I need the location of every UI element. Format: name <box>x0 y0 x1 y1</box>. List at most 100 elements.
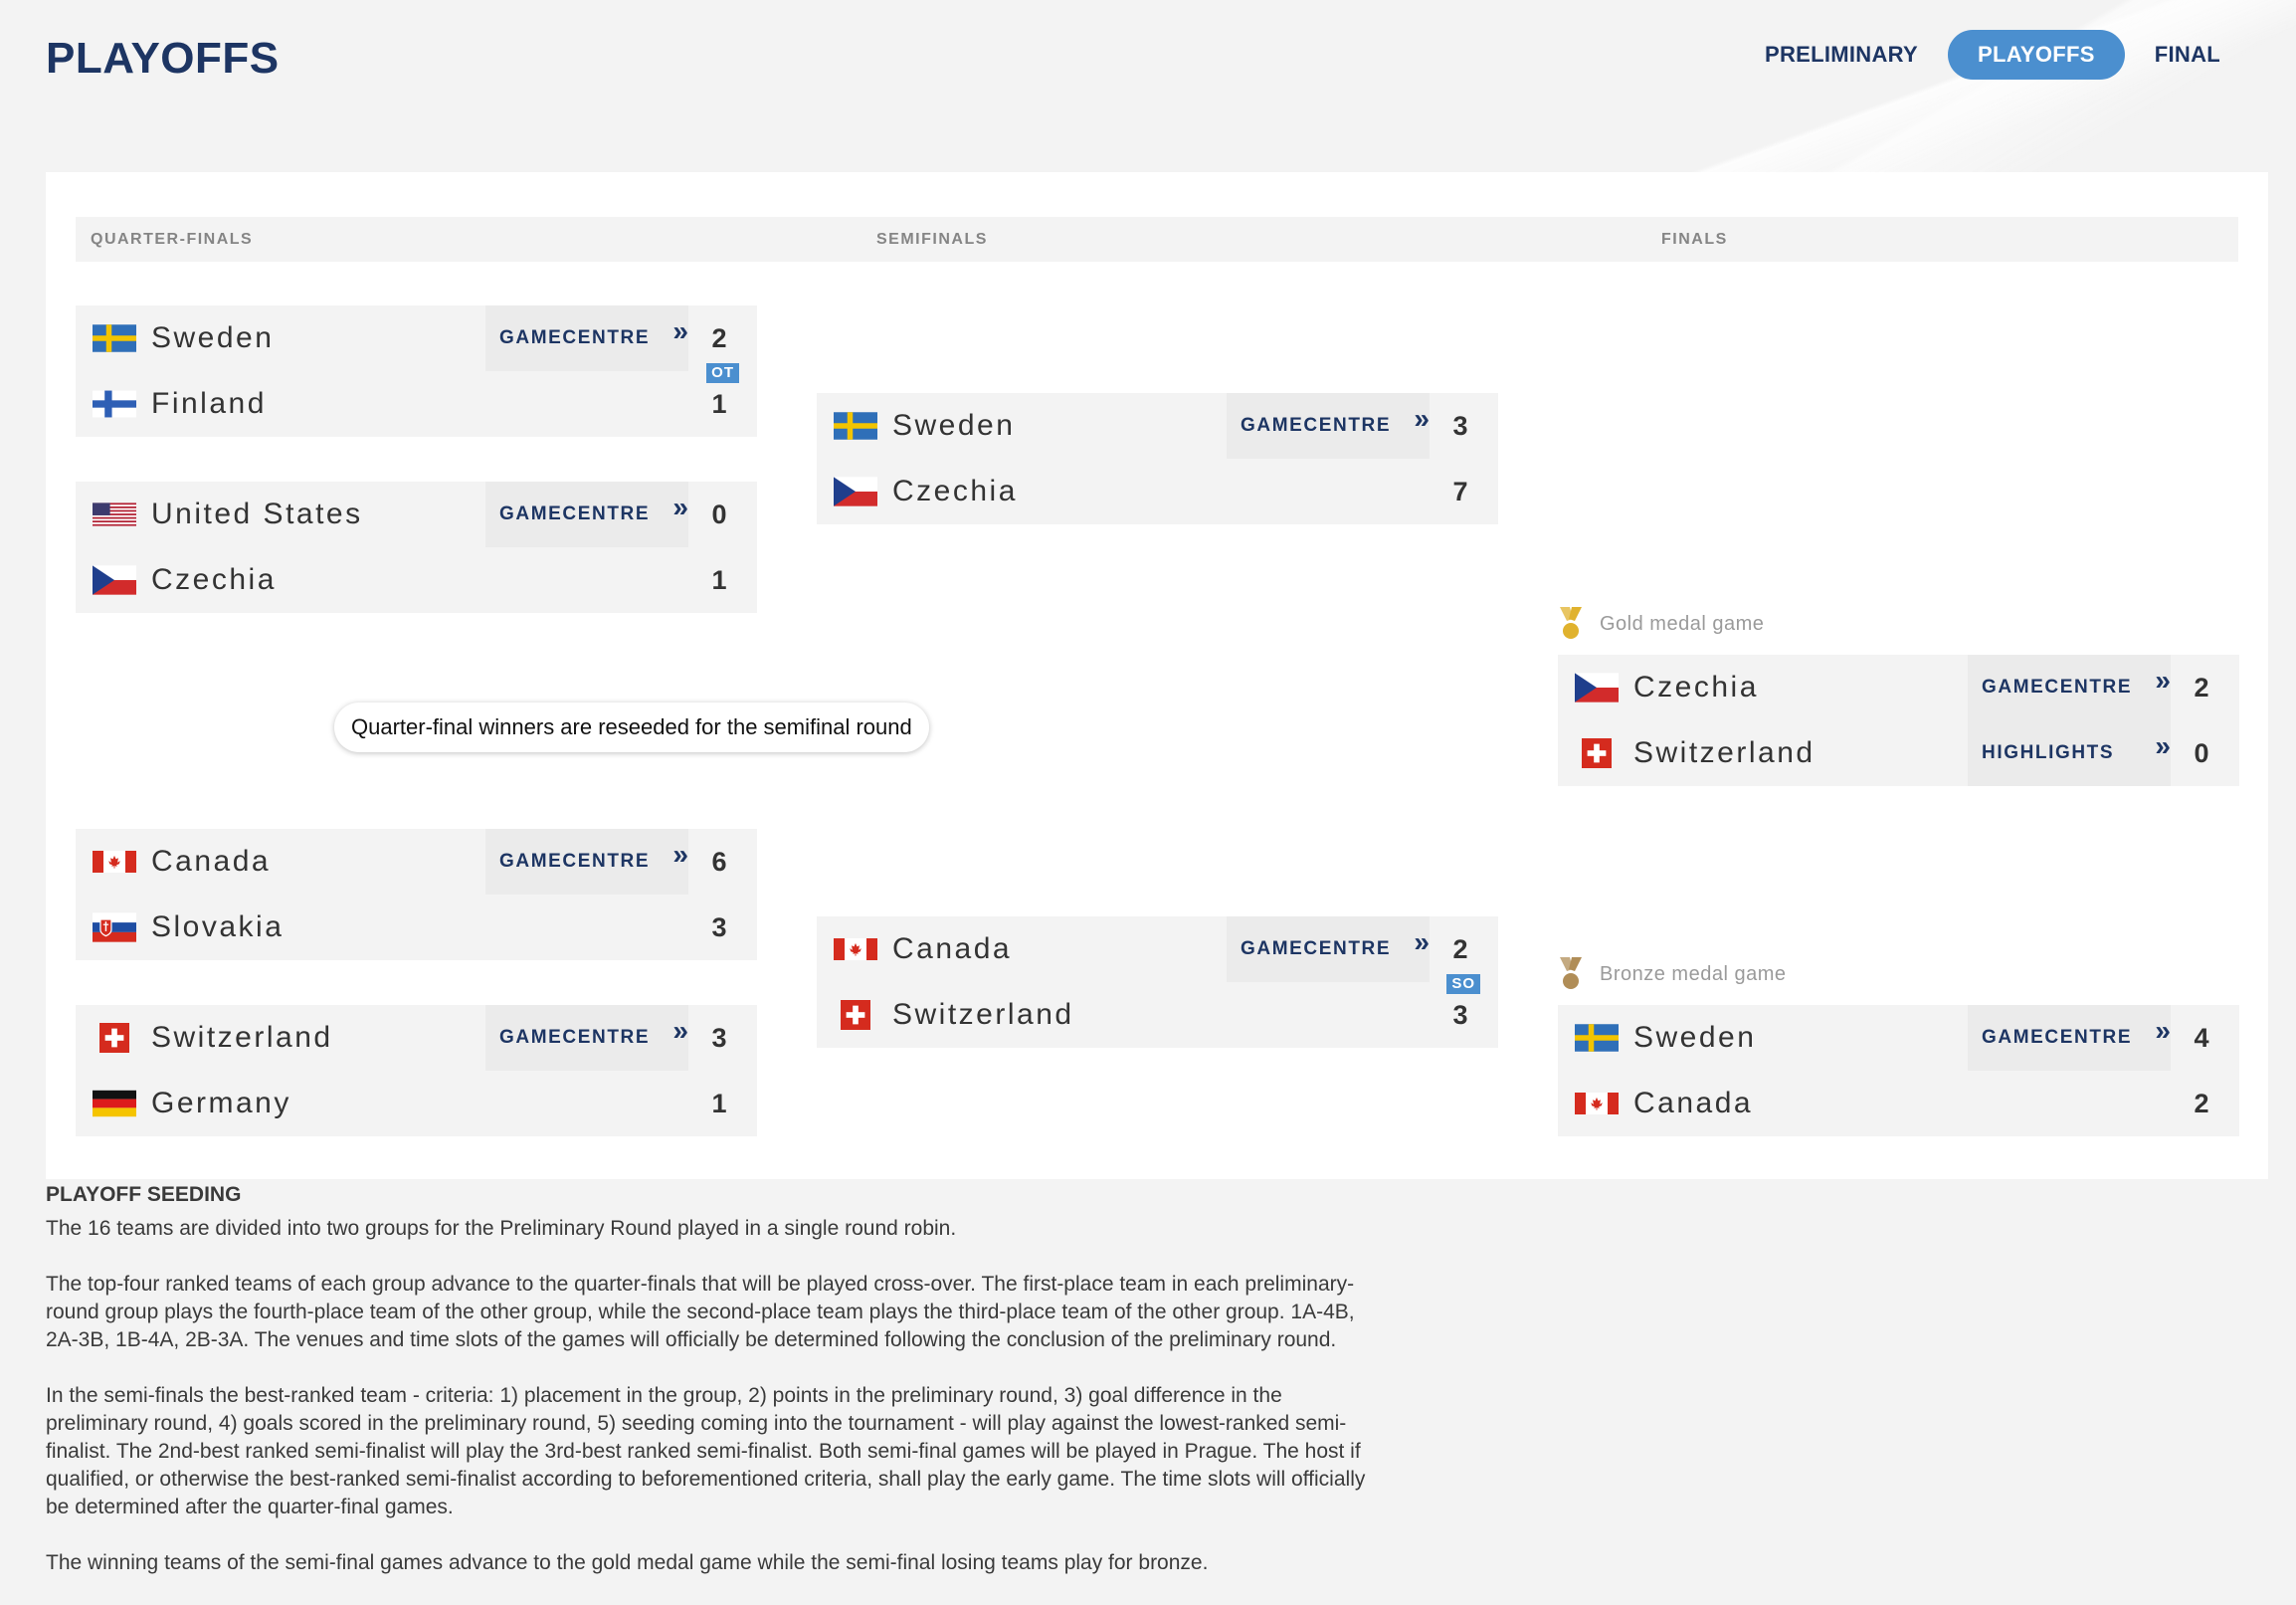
seeding-paragraph: In the semi-finals the best-ranked team … <box>46 1384 1366 1518</box>
team-row: Switzerland HIGHLIGHTS » 0 <box>1558 720 2239 786</box>
tab-preliminary[interactable]: PRELIMINARY <box>1764 42 1919 67</box>
round-navigation: PRELIMINARY PLAYOFFS FINAL <box>1735 30 2250 80</box>
gamecentre-link-label: GAMECENTRE <box>499 327 651 348</box>
playoff-seeding-section: PLAYOFF SEEDING The 16 teams are divided… <box>46 1181 1379 1605</box>
gamecentre-link-label: GAMECENTRE <box>499 1027 651 1048</box>
sweden-flag-icon <box>93 323 136 353</box>
result-badge: OT <box>706 363 739 383</box>
seeding-paragraph: The winning teams of the semi-final game… <box>46 1551 1209 1574</box>
switzerland-flag-icon <box>834 1000 877 1030</box>
canada-flag-icon <box>93 847 136 877</box>
double-chevron-right-icon: » <box>1414 926 1430 957</box>
team-name: Sweden <box>151 321 275 354</box>
team-name: United States <box>151 498 363 530</box>
tab-final[interactable]: FINAL <box>2154 42 2220 67</box>
double-chevron-right-icon: » <box>672 315 688 346</box>
seeding-title: PLAYOFF SEEDING <box>46 1183 242 1206</box>
seeding-paragraph: The top-four ranked teams of each group … <box>46 1273 1355 1351</box>
canada-flag-icon <box>1575 1089 1619 1118</box>
team-score: 7 <box>1452 477 1468 506</box>
team-score: 0 <box>711 500 727 529</box>
team-row: Canada GAMECENTRE » 2 <box>817 916 1498 982</box>
gamecentre-link[interactable]: GAMECENTRE » <box>1968 655 2171 720</box>
round-label-semifinals: SEMIFINALS <box>876 231 988 248</box>
gamecentre-link[interactable]: GAMECENTRE » <box>485 829 688 895</box>
czechia-flag-icon <box>834 477 877 506</box>
team-row: Czechia GAMECENTRE » 2 <box>1558 655 2239 720</box>
czechia-flag-icon <box>93 565 136 595</box>
team-row: Czechia 7 <box>817 459 1498 524</box>
team-score: 1 <box>711 389 727 419</box>
team-name: Canada <box>892 932 1013 965</box>
gamecentre-link-label: GAMECENTRE <box>1982 677 2133 698</box>
team-score: 1 <box>711 1089 727 1118</box>
header-decoration <box>1401 0 2296 179</box>
slovakia-flag-icon <box>93 912 136 942</box>
gamecentre-link-label: GAMECENTRE <box>1241 938 1392 959</box>
sweden-flag-icon <box>1575 1023 1619 1053</box>
highlights-link-label: HIGHLIGHTS <box>1982 742 2115 763</box>
double-chevron-right-icon: » <box>672 492 688 522</box>
tab-playoffs[interactable]: PLAYOFFS <box>1948 30 2125 80</box>
germany-flag-icon <box>93 1089 136 1118</box>
gamecentre-link[interactable]: GAMECENTRE » <box>485 305 688 371</box>
round-label-finals: FINALS <box>1661 231 1728 248</box>
team-score: 0 <box>2194 738 2209 768</box>
team-name: Canada <box>151 845 272 878</box>
double-chevron-right-icon: » <box>672 839 688 870</box>
team-score: 3 <box>711 912 727 942</box>
reseed-note: Quarter-final winners are reseeded for t… <box>334 702 929 752</box>
medal-game-title: Bronze medal game <box>1600 963 1787 985</box>
gamecentre-link[interactable]: GAMECENTRE » <box>485 1005 688 1071</box>
gamecentre-link[interactable]: GAMECENTRE» <box>1968 1005 2171 1071</box>
round-label-quarterfinals: QUARTER-FINALS <box>91 231 254 248</box>
team-row: Czechia 1 <box>76 547 757 613</box>
double-chevron-right-icon: » <box>2155 665 2171 696</box>
medal-icon <box>1558 607 1584 641</box>
team-row: Canada GAMECENTRE » 6 <box>76 829 757 895</box>
team-score: 2 <box>1452 934 1468 964</box>
double-chevron-right-icon: » <box>1414 403 1430 434</box>
team-name: Finland <box>151 387 267 420</box>
gamecentre-link[interactable]: GAMECENTRE » <box>1227 393 1430 459</box>
page-title: PLAYOFFS <box>46 34 280 83</box>
team-name: Switzerland <box>1633 736 1816 769</box>
team-score: 6 <box>711 847 727 877</box>
team-score: 3 <box>1452 1000 1468 1030</box>
team-row: United States GAMECENTRE» 0 <box>76 482 757 547</box>
team-score: 2 <box>2194 1089 2209 1118</box>
result-badge: SO <box>1446 974 1480 994</box>
team-name: Sweden <box>1633 1021 1757 1054</box>
team-name: Switzerland <box>151 1021 333 1054</box>
gamecentre-link-label: GAMECENTRE <box>1241 415 1392 436</box>
seeding-paragraph: The 16 teams are divided into two groups… <box>46 1217 957 1240</box>
team-score: 1 <box>711 565 727 595</box>
switzerland-flag-icon <box>1575 738 1619 768</box>
double-chevron-right-icon: » <box>2155 1015 2171 1046</box>
team-score: 3 <box>711 1023 727 1053</box>
team-name: Czechia <box>151 563 277 596</box>
team-name: Germany <box>151 1087 291 1119</box>
team-row: Germany 1 <box>76 1071 757 1136</box>
gamecentre-link-label: GAMECENTRE <box>499 851 651 872</box>
double-chevron-right-icon: » <box>672 1015 688 1046</box>
team-score: 2 <box>2194 673 2209 702</box>
team-name: Czechia <box>1633 671 1759 703</box>
double-chevron-right-icon: » <box>2155 730 2171 761</box>
gamecentre-link[interactable]: GAMECENTRE » <box>1227 916 1430 982</box>
highlights-link[interactable]: HIGHLIGHTS » <box>1968 720 2171 786</box>
team-name: Czechia <box>892 475 1018 507</box>
gamecentre-link[interactable]: GAMECENTRE» <box>485 482 688 547</box>
team-row: Switzerland GAMECENTRE » 3 <box>76 1005 757 1071</box>
